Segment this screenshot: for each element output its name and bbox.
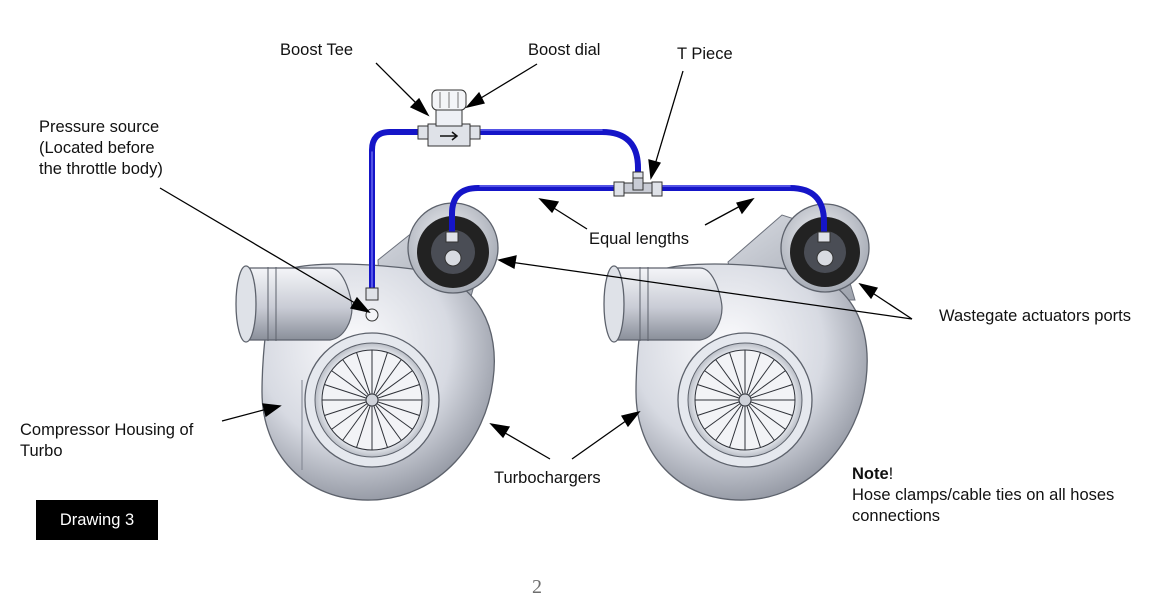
hose-t-piece-to-left-actuator (449, 185, 623, 239)
compressor-inlet-left (249, 267, 353, 341)
inlet-opening-left (235, 265, 257, 343)
compressor-wheel-right (694, 349, 796, 451)
drawing-number-badge: Drawing 3 (36, 500, 158, 540)
note-exclamation: ! (888, 465, 894, 483)
hose-t-piece-to-right-actuator (653, 185, 827, 239)
label-compressor-housing-line-2: Turbo (20, 442, 63, 460)
note-title: Note (852, 465, 889, 483)
note-body-line-1: Hose clamps/cable ties on all hoses (852, 486, 1115, 504)
note-heading: Note! (852, 464, 1114, 485)
boost-tee-and-dial (427, 89, 471, 147)
turbocharger-left (235, 202, 499, 501)
hose-boost-dial-to-t-piece (471, 129, 641, 181)
label-compressor-housing: Compressor Housing of Turbo (20, 420, 193, 462)
label-boost-dial: Boost dial (528, 41, 601, 59)
compressor-wheel-left (321, 349, 423, 451)
inlet-opening-right (603, 265, 625, 343)
label-equal-lengths: Equal lengths (589, 230, 689, 248)
page-number: 2 (532, 576, 542, 598)
label-pressure-source-line-3: the throttle body) (39, 160, 163, 178)
compressor-inlet-right (617, 267, 723, 341)
label-wastegate-ports: Wastegate actuators ports (939, 307, 1131, 325)
wastegate-actuator-left (407, 202, 499, 294)
note-block: Note! Hose clamps/cable ties on all hose… (852, 464, 1114, 527)
leader-arrows (159, 62, 913, 460)
label-pressure-source-line-2: (Located before (39, 139, 155, 157)
label-pressure-source-line-1: Pressure source (39, 118, 160, 136)
label-compressor-housing-line-1: Compressor Housing of (20, 421, 194, 439)
label-turbochargers: Turbochargers (494, 469, 601, 487)
note-body-line-2: connections (852, 507, 941, 525)
label-boost-tee: Boost Tee (280, 41, 354, 59)
turbocharger-right (603, 203, 870, 501)
label-t-piece: T Piece (677, 45, 733, 63)
vacuum-hoses (369, 129, 827, 293)
wastegate-actuator-right (780, 203, 870, 293)
label-pressure-source: Pressure source (Located before the thro… (39, 117, 163, 180)
t-piece-fitting (623, 177, 653, 194)
hose-pressure-to-boost-tee (369, 129, 423, 293)
